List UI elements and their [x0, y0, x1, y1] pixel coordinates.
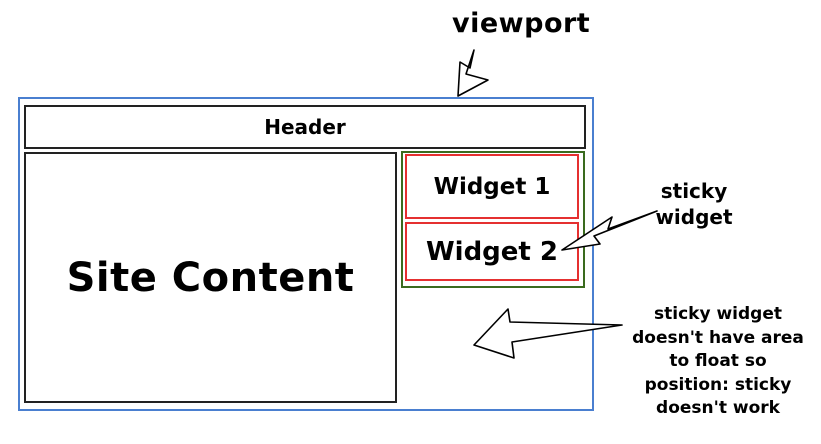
- site-content-label: Site Content: [66, 254, 355, 301]
- widget-1-label: Widget 1: [433, 173, 551, 200]
- no-area-note: sticky widget doesn't have area to float…: [632, 304, 804, 418]
- widget-2-box: Widget 2: [405, 222, 579, 281]
- header-label: Header: [264, 115, 346, 139]
- header-box: Header: [24, 105, 586, 149]
- widget-2-label: Widget 2: [425, 236, 559, 267]
- sticky-widget-label: sticky widget: [655, 179, 733, 229]
- widget-1-box: Widget 1: [405, 154, 579, 219]
- viewport-label: viewport: [452, 8, 591, 39]
- viewport-frame: [18, 97, 594, 411]
- site-content-box: Site Content: [24, 152, 397, 403]
- viewport-arrow: [457, 49, 489, 97]
